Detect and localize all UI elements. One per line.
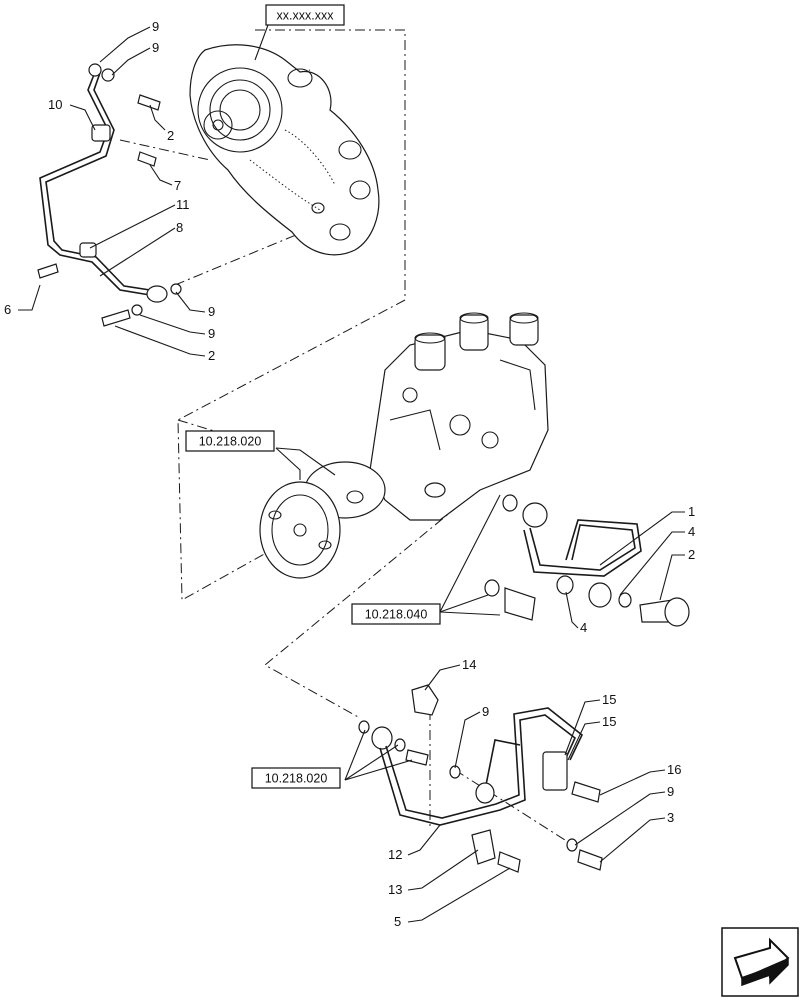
- callout-7: 7: [174, 178, 181, 193]
- ref-top: xx.xxx.xxx: [254, 4, 345, 61]
- leader-lines: [18, 26, 685, 923]
- callout-4: 4: [688, 524, 695, 539]
- ref-top-label: xx.xxx.xxx: [277, 9, 335, 23]
- callout-9: 9: [208, 304, 215, 319]
- callout-2: 2: [208, 348, 215, 363]
- ref-mid-right: 10.218.040: [351, 603, 441, 625]
- injection-pump: [259, 312, 549, 579]
- callout-15: 15: [602, 714, 616, 729]
- callout-15: 15: [602, 692, 616, 707]
- callouts: 9 9 10 2 7 11 8 6 9 9 2 1 4 2 4 14 9 15 …: [4, 19, 695, 929]
- ref-pump-left: 10.218.020: [185, 430, 275, 452]
- callout-9: 9: [482, 704, 489, 719]
- callout-10: 10: [48, 97, 62, 112]
- ref-bottom-left-label: 10.218.020: [265, 772, 328, 786]
- callout-6: 6: [4, 302, 11, 317]
- callout-11: 11: [176, 197, 190, 212]
- callout-2: 2: [688, 547, 695, 562]
- next-page-arrow-icon[interactable]: [721, 927, 799, 997]
- callout-9: 9: [152, 19, 159, 34]
- ref-bottom-left: 10.218.020: [251, 767, 341, 789]
- gear-housing-cover: [189, 44, 380, 256]
- callout-1: 1: [688, 504, 695, 519]
- callout-9: 9: [152, 40, 159, 55]
- callout-12: 12: [388, 847, 402, 862]
- callout-16: 16: [667, 762, 681, 777]
- callout-3: 3: [667, 810, 674, 825]
- upper-oil-line: [37, 63, 182, 327]
- callout-9: 9: [208, 326, 215, 341]
- callout-9: 9: [667, 784, 674, 799]
- ref-pump-left-label: 10.218.020: [199, 435, 262, 449]
- ref-mid-right-label: 10.218.040: [365, 608, 428, 622]
- callout-4: 4: [580, 620, 587, 635]
- callout-13: 13: [388, 882, 402, 897]
- middle-oil-line: [484, 494, 690, 627]
- callout-5: 5: [394, 914, 401, 929]
- callout-14: 14: [462, 657, 476, 672]
- callout-2: 2: [167, 128, 174, 143]
- callout-8: 8: [176, 220, 183, 235]
- lower-oil-line: [358, 684, 603, 873]
